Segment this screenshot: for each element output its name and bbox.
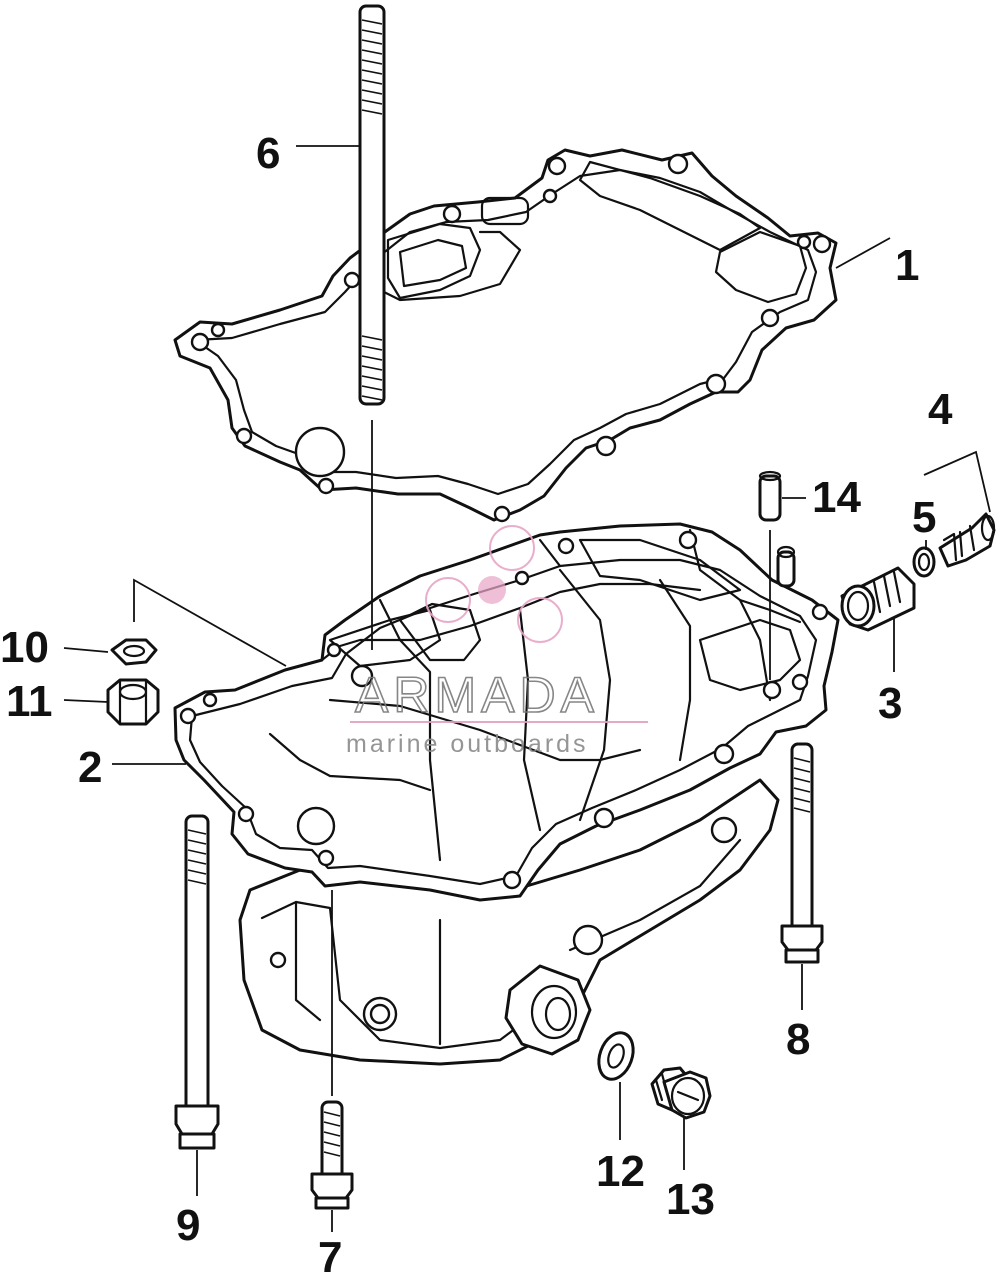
part-2-oil-pan xyxy=(173,522,840,1066)
part-1-gasket xyxy=(173,148,838,523)
callout-3: 3 xyxy=(878,679,902,728)
part-12-washer xyxy=(597,1031,635,1140)
part-4-fitting xyxy=(938,512,996,568)
callout-6: 6 xyxy=(256,129,280,178)
part-7-short-bolt xyxy=(310,890,354,1232)
callout-10: 10 xyxy=(0,623,49,672)
part-13-drain-plug xyxy=(650,1066,712,1170)
leader-4 xyxy=(923,450,991,513)
part-3-bushing xyxy=(840,566,916,632)
callout-14: 14 xyxy=(812,473,861,522)
watermark-subtitle: marine outboards xyxy=(346,730,589,758)
watermark-title: ARMADA xyxy=(355,667,599,723)
callout-11: 11 xyxy=(6,677,53,726)
part-10-washer xyxy=(110,638,158,666)
callout-12: 12 xyxy=(596,1147,645,1196)
callout-4: 4 xyxy=(928,385,953,434)
callout-1: 1 xyxy=(895,241,919,290)
callout-9: 9 xyxy=(176,1201,200,1250)
callout-5: 5 xyxy=(912,493,936,542)
part-11-nut xyxy=(106,678,160,726)
watermark-logo xyxy=(425,525,563,643)
leader-10-11-group xyxy=(133,578,287,667)
callout-8: 8 xyxy=(786,1015,810,1064)
part-9-long-bolt xyxy=(174,814,220,1196)
leader-1 xyxy=(835,237,891,269)
callout-7: 7 xyxy=(318,1233,342,1274)
part-5-o-ring xyxy=(912,546,936,578)
leader-11 xyxy=(63,699,109,703)
part-6-stud xyxy=(358,4,386,650)
watermark: ARMADA marine outboards xyxy=(346,525,648,758)
callout-2: 2 xyxy=(78,743,102,792)
leader-lines xyxy=(63,145,991,765)
part-8-bolt xyxy=(780,742,824,1010)
callout-13: 13 xyxy=(666,1175,715,1224)
part-14-dowel-pin xyxy=(758,470,782,680)
callout-labels: 1 2 3 4 5 6 7 8 9 10 11 12 13 14 xyxy=(0,129,953,1274)
leader-10 xyxy=(63,647,109,653)
